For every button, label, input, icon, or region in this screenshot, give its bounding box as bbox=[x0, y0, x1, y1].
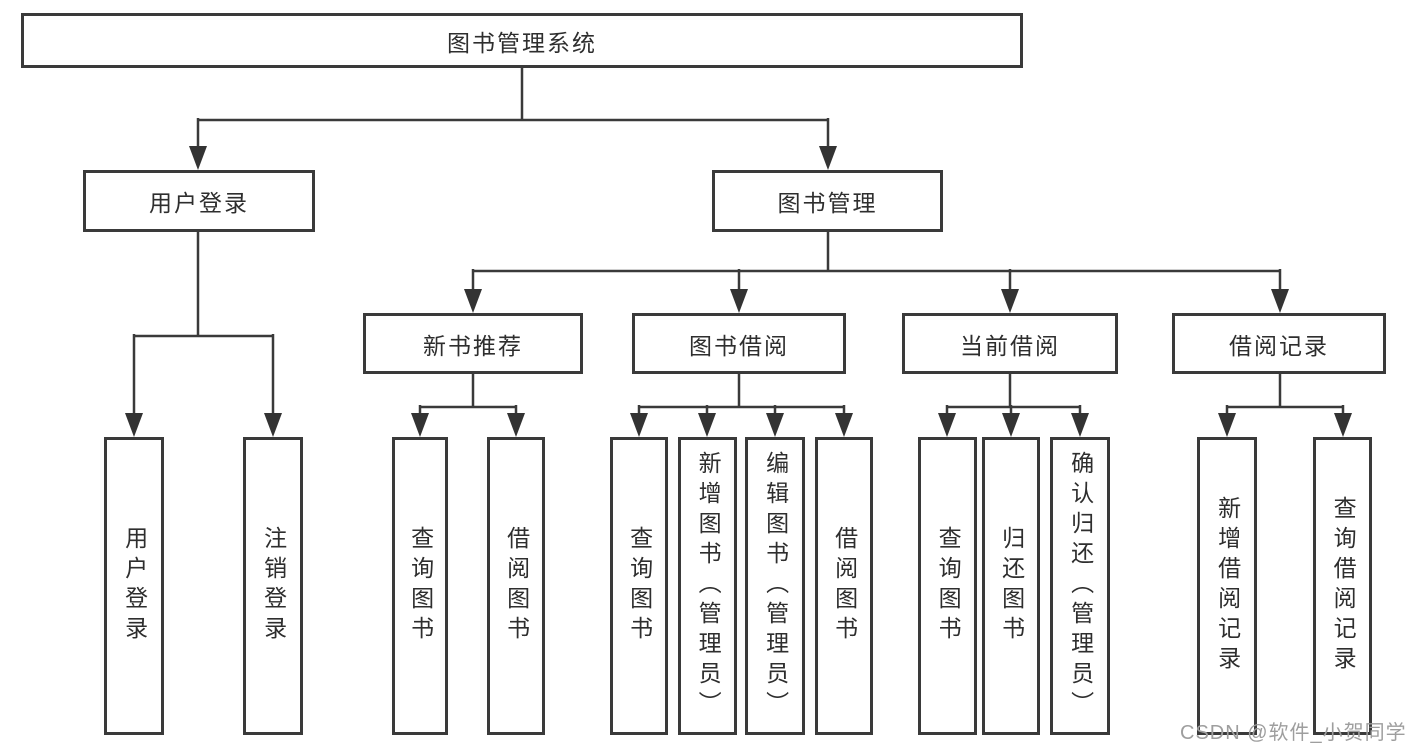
leaf-label: 归还图书 bbox=[998, 526, 1025, 646]
arrowhead bbox=[125, 413, 143, 437]
leaf-query-books-recommend: 查询图书 bbox=[392, 437, 448, 735]
arrowhead-group bbox=[125, 146, 1352, 437]
node-book-borrowing: 图书借阅 bbox=[632, 313, 846, 374]
node-book-management: 图书管理 bbox=[712, 170, 943, 232]
node-current-borrowing: 当前借阅 bbox=[902, 313, 1118, 374]
leaf-label: 编辑图书（管理员） bbox=[762, 451, 789, 721]
leaf-label: 查询图书 bbox=[935, 526, 962, 646]
leaf-label: 查询图书 bbox=[626, 526, 653, 646]
leaf-add-book-admin: 新增图书（管理员） bbox=[678, 437, 737, 735]
leaf-borrow-books-recommend: 借阅图书 bbox=[487, 437, 545, 735]
node-new-book-recommendation: 新书推荐 bbox=[363, 313, 583, 374]
leaf-user-login: 用户登录 bbox=[104, 437, 164, 735]
leaf-label: 新增借阅记录 bbox=[1214, 496, 1241, 676]
leaf-edit-book-admin: 编辑图书（管理员） bbox=[745, 437, 805, 735]
leaf-label: 借阅图书 bbox=[831, 526, 858, 646]
csdn-watermark: CSDN @软件_小贺同学 bbox=[1180, 722, 1405, 744]
leaf-borrow-books: 借阅图书 bbox=[815, 437, 873, 735]
node-root: 图书管理系统 bbox=[21, 13, 1023, 68]
leaf-label: 借阅图书 bbox=[503, 526, 530, 646]
leaf-label: 查询图书 bbox=[407, 526, 434, 646]
node-borrowing-records: 借阅记录 bbox=[1172, 313, 1386, 374]
arrowhead bbox=[507, 413, 525, 437]
node-user-login: 用户登录 bbox=[83, 170, 315, 232]
arrowhead bbox=[1001, 289, 1019, 313]
leaf-label: 查询借阅记录 bbox=[1330, 496, 1357, 676]
leaf-query-borrow-record: 查询借阅记录 bbox=[1313, 437, 1372, 735]
arrowhead bbox=[819, 146, 837, 170]
arrowhead bbox=[835, 413, 853, 437]
arrowhead bbox=[1271, 289, 1289, 313]
leaf-add-borrow-record: 新增借阅记录 bbox=[1197, 437, 1257, 735]
leaf-label: 确认归还（管理员） bbox=[1067, 451, 1094, 721]
leaf-logout: 注销登录 bbox=[243, 437, 303, 735]
arrowhead bbox=[464, 289, 482, 313]
arrowhead bbox=[1002, 413, 1020, 437]
leaf-query-books-borrow: 查询图书 bbox=[610, 437, 668, 735]
arrowhead bbox=[730, 289, 748, 313]
arrowhead bbox=[1218, 413, 1236, 437]
leaf-confirm-return-admin: 确认归还（管理员） bbox=[1050, 437, 1110, 735]
arrowhead bbox=[766, 413, 784, 437]
leaf-label: 新增图书（管理员） bbox=[695, 451, 722, 721]
arrowhead bbox=[411, 413, 429, 437]
arrowhead bbox=[264, 413, 282, 437]
leaf-label: 注销登录 bbox=[260, 526, 287, 646]
leaf-query-books-current: 查询图书 bbox=[918, 437, 977, 735]
arrowhead bbox=[938, 413, 956, 437]
arrowhead bbox=[189, 146, 207, 170]
leaf-label: 用户登录 bbox=[121, 526, 148, 646]
leaf-return-books: 归还图书 bbox=[982, 437, 1040, 735]
arrowhead bbox=[1071, 413, 1089, 437]
arrowhead bbox=[698, 413, 716, 437]
arrowhead bbox=[630, 413, 648, 437]
arrowhead bbox=[1334, 413, 1352, 437]
